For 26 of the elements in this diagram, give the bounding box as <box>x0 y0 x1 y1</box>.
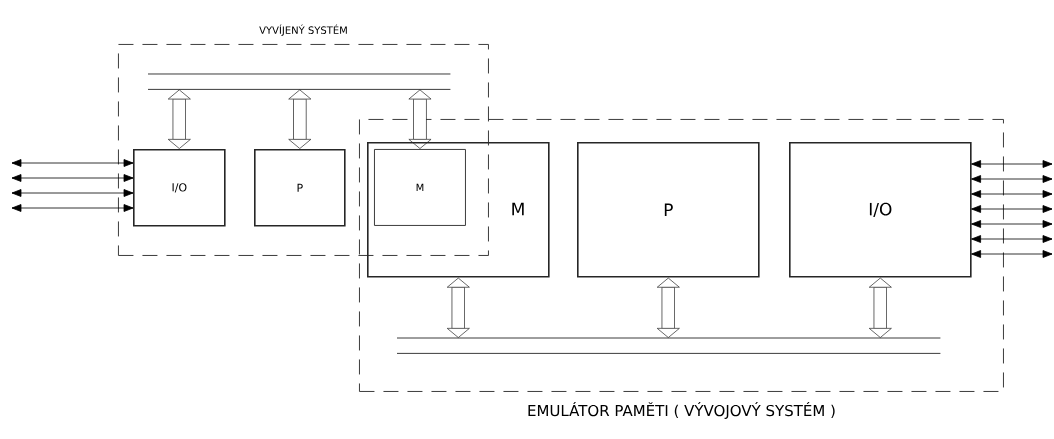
node-label: VYVÍJENÝ SYSTÉM <box>259 24 347 36</box>
block-box: M <box>374 149 466 226</box>
block-box: P <box>577 142 760 278</box>
signal-arrow <box>971 220 1053 228</box>
bus-lines <box>396 337 941 354</box>
signal-arrow <box>971 205 1053 213</box>
signal-arrow <box>971 175 1053 183</box>
block-box: I/O <box>133 149 226 227</box>
bus-lines <box>147 73 451 90</box>
block-box: I/O <box>789 142 972 278</box>
bus-arrow <box>288 89 312 149</box>
block-box: P <box>254 149 346 227</box>
signal-arrow <box>11 189 134 197</box>
signal-arrow <box>11 174 134 182</box>
signal-arrow <box>971 160 1053 168</box>
bus-arrow <box>167 89 191 149</box>
signal-arrow <box>11 159 134 167</box>
bus-arrow <box>408 89 432 149</box>
signal-arrow <box>11 204 134 212</box>
signal-arrow <box>971 235 1053 243</box>
bus-arrow <box>868 277 892 338</box>
node-label: EMULÁTOR PAMĚTI ( VÝVOJOVÝ SYSTÉM ) <box>528 402 835 420</box>
signal-arrow <box>971 250 1053 258</box>
bus-arrow <box>446 277 470 338</box>
signal-arrow <box>971 190 1053 198</box>
bus-arrow <box>656 277 680 338</box>
